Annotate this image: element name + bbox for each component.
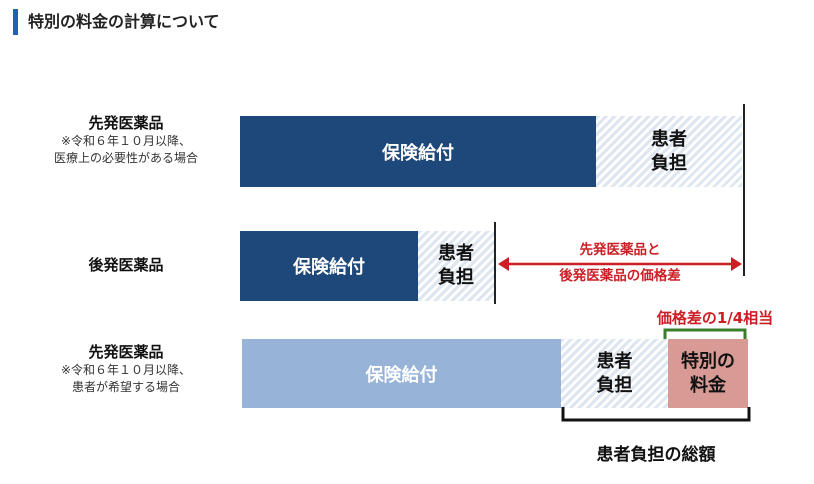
- price-diff-arrow-right-head: [731, 257, 742, 271]
- special-fee-label-2: 料金: [690, 374, 726, 396]
- row2-insurance-segment: 保険給付: [240, 231, 418, 301]
- row3-label: 先発医薬品 ※令和６年１０月以降、 患者が希望する場合: [20, 342, 232, 396]
- row2-label: 後発医薬品: [20, 255, 232, 275]
- row1-note-line1: ※令和６年１０月以降、: [60, 134, 192, 148]
- row2-patient-label-2: 負担: [438, 267, 474, 288]
- row1-insurance-segment: 保険給付: [240, 116, 596, 187]
- row3-insurance-segment: 保険給付: [242, 339, 561, 408]
- row3-name: 先発医薬品: [88, 343, 164, 361]
- row1-patient-label-2: 負担: [651, 152, 687, 174]
- price-diff-arrow-left-head: [498, 257, 509, 271]
- row3-note-line2: 患者が希望する場合: [71, 380, 180, 394]
- row2-patient-segment: 患者 負担: [418, 231, 494, 301]
- row1-end-line: [743, 104, 745, 276]
- row2-end-line: [494, 222, 496, 304]
- price-diff-label-line1: 先発医薬品と: [579, 242, 661, 258]
- special-fee-segment: 特別の 料金: [668, 339, 748, 408]
- total-bracket: [561, 407, 751, 422]
- row3-patient-label-1: 患者: [596, 350, 633, 372]
- row1-name: 先発医薬品: [88, 114, 164, 132]
- quarter-bracket-path: [663, 328, 747, 340]
- row1-patient-segment: 患者 負担: [596, 116, 742, 187]
- price-diff-arrow: [498, 257, 742, 271]
- row2-name: 後発医薬品: [88, 256, 164, 274]
- row1-insurance-label: 保険給付: [382, 142, 454, 164]
- price-diff-label: 先発医薬品と 後発医薬品の価格差: [500, 241, 740, 286]
- row1-patient-label-1: 患者: [651, 128, 687, 150]
- price-diff-label-line2: 後発医薬品の価格差: [559, 268, 681, 284]
- row3-insurance-label: 保険給付: [365, 364, 438, 386]
- row1-label: 先発医薬品 ※令和６年１０月以降、 医療上の必要性がある場合: [20, 113, 232, 167]
- row3-patient-segment: 患者 負担: [561, 339, 668, 408]
- total-label: 患者負担の総額: [596, 445, 716, 465]
- row3-note-line1: ※令和６年１０月以降、: [60, 363, 192, 377]
- quarter-label: 価格差の1/4相当: [656, 309, 774, 327]
- row1-note-line2: 医療上の必要性がある場合: [53, 151, 198, 165]
- total-bracket-path: [561, 407, 751, 422]
- title-accent-bar: [13, 9, 18, 35]
- special-fee-label-1: 特別の: [681, 350, 735, 372]
- quarter-bracket: [663, 328, 747, 340]
- row2-insurance-label: 保険給付: [293, 257, 365, 278]
- row2-patient-label-1: 患者: [438, 243, 474, 264]
- row3-patient-label-2: 負担: [596, 374, 633, 396]
- page-title: 特別の料金の計算について: [28, 12, 220, 31]
